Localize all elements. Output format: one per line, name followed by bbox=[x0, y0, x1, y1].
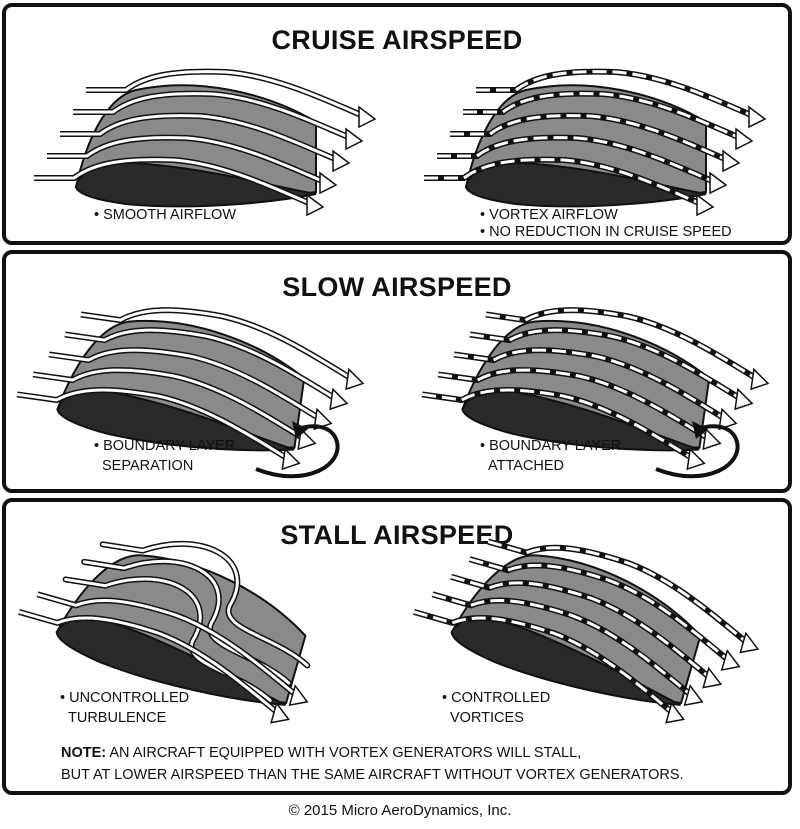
arrowhead-icon bbox=[748, 105, 767, 129]
cruise-airspeed-panel: CRUISE AIRSPEED • SMOOTH AIRFLOW • VORTE… bbox=[2, 3, 792, 245]
arrowhead-icon bbox=[306, 193, 325, 217]
wing-controlled-vortices bbox=[413, 538, 760, 724]
wing-vortex-airflow bbox=[424, 68, 767, 217]
streamline bbox=[34, 158, 310, 205]
streamline bbox=[32, 368, 303, 439]
arrowhead-icon bbox=[718, 407, 738, 431]
streamline bbox=[450, 114, 726, 161]
label-smooth-airflow: • SMOOTH AIRFLOW bbox=[94, 207, 237, 223]
streamline bbox=[80, 308, 351, 379]
stall-airspeed-panel: STALL AIRSPEED • UNCONTROLLED TURBULENCE… bbox=[2, 498, 792, 795]
wing-group bbox=[413, 538, 760, 724]
wing-uncontrolled-turbulence bbox=[18, 540, 311, 724]
label-boundary-layer: • BOUNDARY LAYER bbox=[480, 438, 622, 454]
arrowhead-icon bbox=[297, 427, 317, 451]
wing-boundary-separation bbox=[16, 307, 365, 471]
label-vortices: VORTICES bbox=[450, 710, 524, 726]
arrowhead-icon bbox=[665, 701, 686, 724]
arrowhead-icon bbox=[702, 427, 722, 451]
streamline bbox=[73, 92, 349, 139]
note-line2: BUT AT LOWER AIRSPEED THAN THE SAME AIRC… bbox=[61, 767, 684, 783]
note-line1: AN AIRCRAFT EQUIPPED WITH VORTEX GENERAT… bbox=[106, 745, 582, 761]
streamline bbox=[469, 328, 740, 399]
streamline bbox=[487, 540, 747, 643]
turbulent-streamline bbox=[101, 542, 309, 667]
wing-group bbox=[34, 68, 377, 217]
wing-group bbox=[421, 307, 770, 471]
streamline bbox=[60, 114, 336, 161]
arrowhead-icon bbox=[683, 684, 704, 707]
label-uncontrolled: • UNCONTROLLED bbox=[60, 690, 190, 706]
streamline bbox=[469, 557, 728, 661]
streamline bbox=[48, 348, 319, 419]
streamline bbox=[453, 348, 724, 419]
wing-smooth-airflow bbox=[34, 68, 377, 217]
slow-airspeed-panel: SLOW AIRSPEED • BOUNDARY LAYER SEPARATIO… bbox=[2, 250, 792, 493]
arrowhead-icon bbox=[739, 631, 760, 654]
arrowhead-icon bbox=[735, 127, 754, 151]
streamline bbox=[424, 158, 700, 205]
arrowhead-icon bbox=[332, 149, 351, 173]
arrowhead-icon bbox=[270, 701, 291, 724]
streamline bbox=[432, 592, 691, 696]
panel-title: CRUISE AIRSPEED bbox=[271, 25, 523, 55]
label-turbulence: TURBULENCE bbox=[68, 710, 167, 726]
streamline bbox=[437, 368, 708, 439]
panel-title: SLOW AIRSPEED bbox=[282, 272, 512, 302]
arrowhead-icon bbox=[329, 387, 349, 411]
label-controlled: • CONTROLLED bbox=[442, 690, 551, 706]
streamline bbox=[450, 575, 710, 678]
streamline bbox=[64, 328, 335, 399]
streamline bbox=[413, 610, 673, 713]
streamline bbox=[476, 70, 752, 117]
wing-boundary-attached bbox=[421, 307, 770, 471]
streamline bbox=[16, 388, 287, 459]
panel-title: STALL AIRSPEED bbox=[280, 520, 514, 550]
arrowhead-icon bbox=[319, 171, 338, 195]
copyright: © 2015 Micro AeroDynamics, Inc. bbox=[288, 802, 512, 819]
streamline bbox=[47, 136, 323, 183]
label-attached: ATTACHED bbox=[488, 458, 564, 474]
label-vortex-airflow: • VORTEX AIRFLOW bbox=[480, 207, 618, 223]
arrowhead-icon bbox=[288, 684, 309, 707]
arrowhead-icon bbox=[702, 666, 723, 689]
note-text: NOTE: AN AIRCRAFT EQUIPPED WITH VORTEX G… bbox=[61, 742, 684, 786]
arrowhead-icon bbox=[750, 367, 770, 391]
arrowhead-icon bbox=[722, 149, 741, 173]
arrowhead-icon bbox=[720, 649, 741, 671]
streamline bbox=[463, 92, 739, 139]
arrowhead-icon bbox=[696, 193, 715, 217]
streamline bbox=[18, 610, 278, 713]
streamline bbox=[86, 70, 362, 117]
streamline bbox=[437, 136, 713, 183]
curved-arrow-icon bbox=[655, 421, 740, 479]
curved-arrow-icon bbox=[255, 421, 340, 479]
arrowhead-icon bbox=[709, 171, 728, 195]
streamline bbox=[485, 308, 756, 379]
arrowhead-icon bbox=[734, 387, 754, 411]
streamline bbox=[421, 388, 692, 459]
label-no-reduction: • NO REDUCTION IN CRUISE SPEED bbox=[480, 224, 732, 240]
streamline bbox=[37, 592, 296, 696]
wing-group bbox=[18, 540, 311, 724]
arrowhead-icon bbox=[345, 367, 365, 391]
arrowhead-icon bbox=[345, 127, 364, 151]
wing-group bbox=[16, 307, 365, 471]
arrowhead-icon bbox=[686, 447, 706, 471]
wing-group bbox=[424, 68, 767, 217]
arrowhead-icon bbox=[281, 447, 301, 471]
arrowhead-icon bbox=[358, 105, 377, 129]
label-boundary-layer: • BOUNDARY LAYER bbox=[94, 438, 236, 454]
label-separation: SEPARATION bbox=[102, 458, 194, 474]
note-prefix: NOTE: bbox=[61, 745, 107, 761]
